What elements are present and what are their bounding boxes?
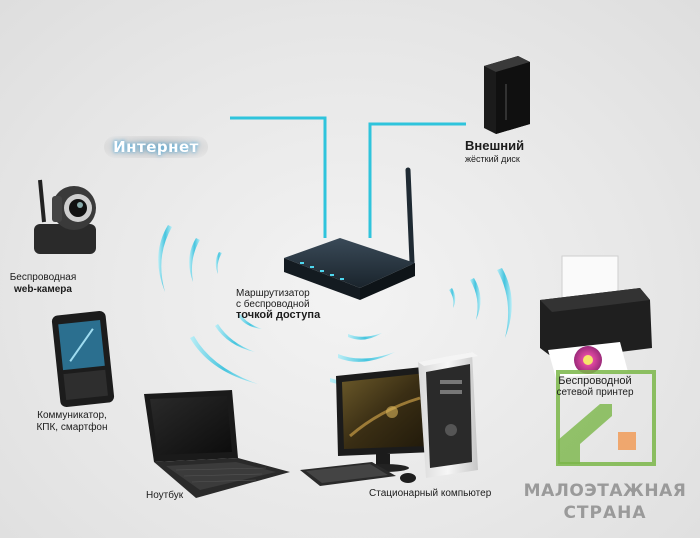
printer-label-line2: сетевой принтер <box>556 387 634 398</box>
external-hdd-device <box>484 56 530 134</box>
laptop-device <box>144 390 290 498</box>
router-label-line1: Маршрутизатор <box>236 288 310 299</box>
watermark-line1: МАЛОЭТАЖНАЯ <box>523 481 687 501</box>
smartphone-device <box>51 311 115 407</box>
laptop-label: Ноутбук <box>146 490 184 501</box>
web-camera-device <box>34 179 96 254</box>
phone-label: Коммуникатор, КПК, смартфон <box>22 410 122 434</box>
camera-label-line2: web-камера <box>14 284 72 295</box>
watermark-line2: СТРАНА <box>563 503 647 523</box>
router-label: Маршрутизатор с беспроводной точкой дост… <box>236 288 376 321</box>
phone-label-line1: Коммуникатор, <box>37 410 107 421</box>
hdd-label: Внешний жёсткий диск <box>465 138 524 165</box>
printer-label-line1: Беспроводной <box>558 375 632 387</box>
printer-device <box>540 255 652 378</box>
hdd-subtitle: жёсткий диск <box>465 154 520 164</box>
hdd-title: Внешний <box>465 138 525 153</box>
phone-label-line2: КПК, смартфон <box>36 422 108 433</box>
camera-label: Беспроводная web-камера <box>4 272 82 296</box>
camera-label-line1: Беспроводная <box>9 272 77 283</box>
watermark-text: МАЛОЭТАЖНАЯ СТРАНА <box>520 480 690 524</box>
desktop-pc-device <box>300 352 478 486</box>
router-label-line3: точкой доступа <box>236 309 321 321</box>
printer-label: Беспроводной сетевой принтер <box>540 375 650 399</box>
internet-connection-lines <box>230 116 466 238</box>
watermark-logo-icon <box>556 370 656 466</box>
internet-label: Интернет <box>104 136 208 158</box>
router-label-line2: с беспроводной <box>236 299 310 310</box>
router-device <box>284 167 415 300</box>
desktop-label: Стационарный компьютер <box>369 488 492 499</box>
